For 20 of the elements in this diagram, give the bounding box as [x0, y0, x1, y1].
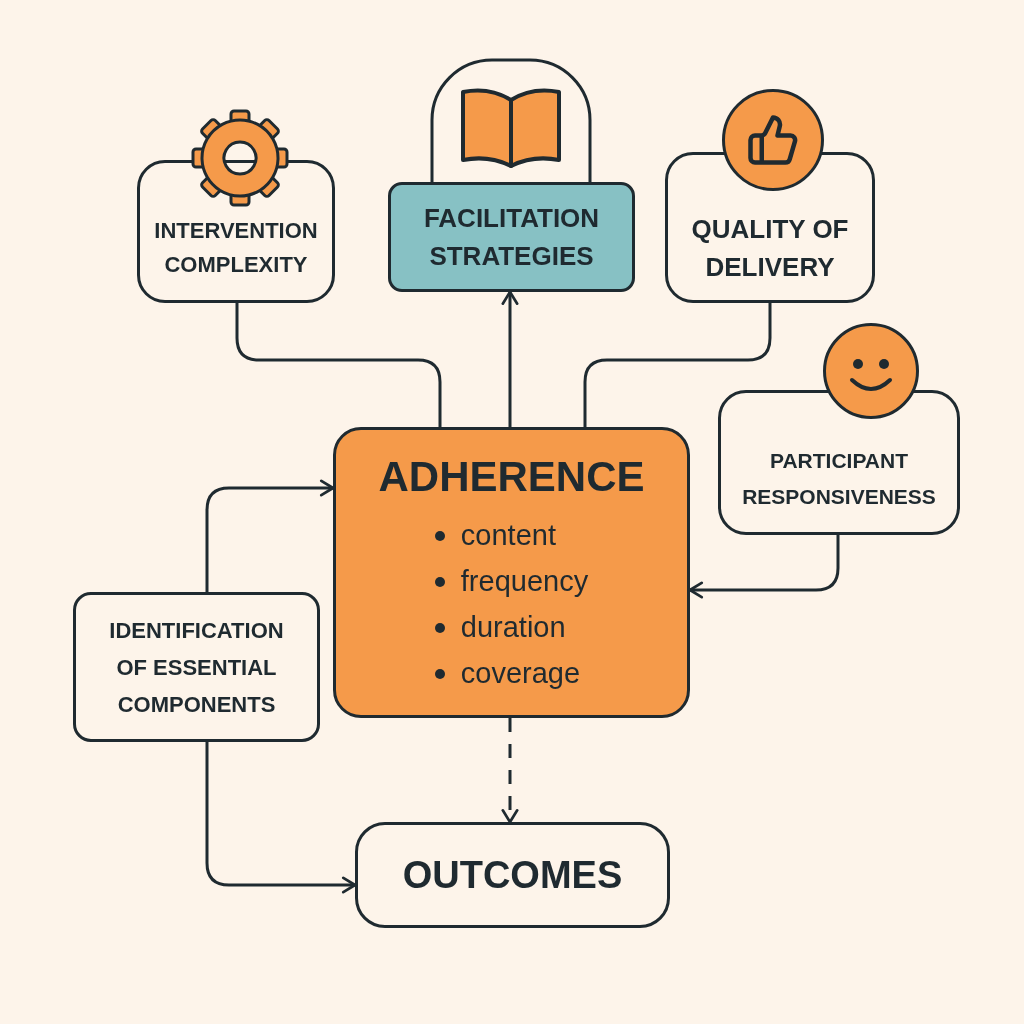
bullet-text: frequency — [460, 563, 589, 599]
component-box — [73, 592, 320, 742]
connector-arrow — [205, 742, 357, 894]
node-label: IDENTIFICATION OF ESSENTIAL COMPONENTS — [108, 616, 285, 719]
node-label: PARTICIPANT RESPONSIVENESS — [741, 447, 937, 510]
node-label: OUTCOMES — [401, 852, 624, 898]
adherence-title: ADHERENCE — [378, 451, 645, 502]
bullet-text: coverage — [460, 655, 581, 691]
bullet-text: content — [460, 517, 556, 553]
bullet-text: duration — [460, 609, 566, 645]
connector-arrow — [205, 479, 335, 592]
outcome-box — [355, 822, 670, 928]
node-label: QUALITY OF DELIVERY — [690, 212, 850, 284]
adherence-box — [333, 427, 690, 718]
connector-arrow — [501, 290, 519, 427]
factor-card — [388, 182, 635, 292]
node-label: INTERVENTION COMPLEXITY — [153, 216, 319, 279]
connector-arrow — [501, 718, 519, 824]
connector-arrow — [688, 535, 840, 599]
node-label: FACILITATION STRATEGIES — [422, 202, 601, 273]
